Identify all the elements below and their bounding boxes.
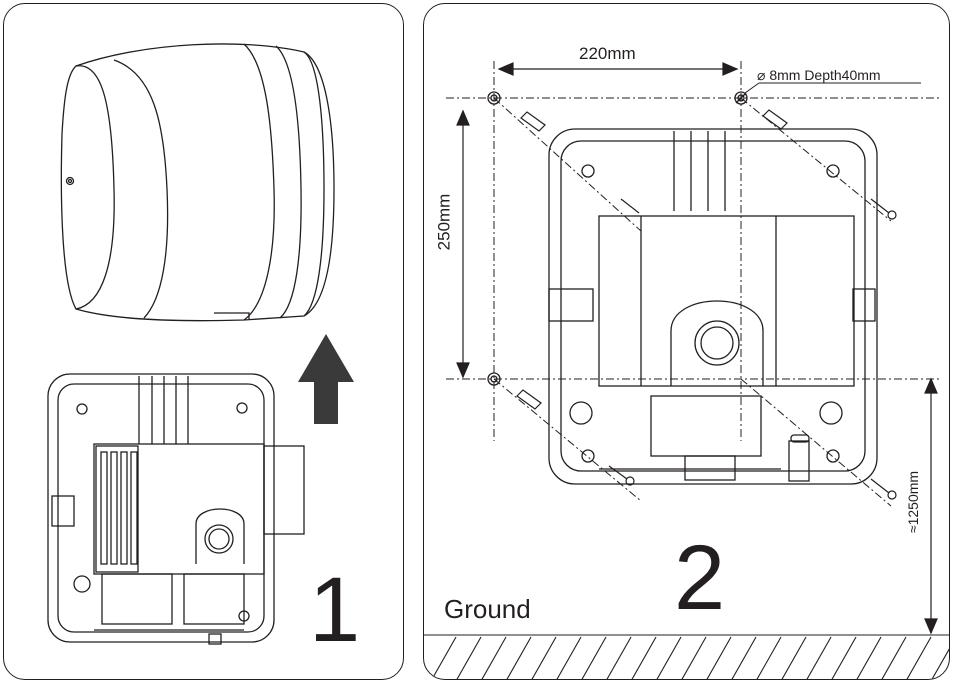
dryer-backplate-illustration <box>47 373 305 645</box>
width-dimension <box>497 62 739 76</box>
step-1-number: 1 <box>309 559 361 661</box>
center-lines <box>446 61 941 507</box>
step-2-panel: 220mm 250mm ⌀ 8mm Depth40mm ≈1250mm Grou… <box>423 3 950 680</box>
step-1-panel: 1 <box>3 3 404 680</box>
drill-spec-leader <box>744 82 921 94</box>
step-2-number: 2 <box>674 527 726 629</box>
height-dimension <box>456 109 470 379</box>
floor-height-label: ≈1250mm <box>905 470 922 534</box>
step-2-drawing <box>424 61 949 679</box>
ground-label: Ground <box>444 594 531 624</box>
floor-height-dimension <box>924 377 938 635</box>
ground-hatching <box>424 634 949 679</box>
drill-spec-label: ⌀ 8mm Depth40mm <box>757 67 881 83</box>
mounting-backplate-illustration <box>548 128 878 485</box>
screw-and-anchor-icons <box>516 109 897 500</box>
dryer-cover-illustration <box>60 43 335 322</box>
lift-arrow-icon <box>298 334 354 424</box>
step-1-drawing <box>47 43 354 645</box>
width-dimension-label: 220mm <box>579 44 636 63</box>
height-dimension-label: 250mm <box>434 193 454 251</box>
drill-holes <box>487 91 748 386</box>
